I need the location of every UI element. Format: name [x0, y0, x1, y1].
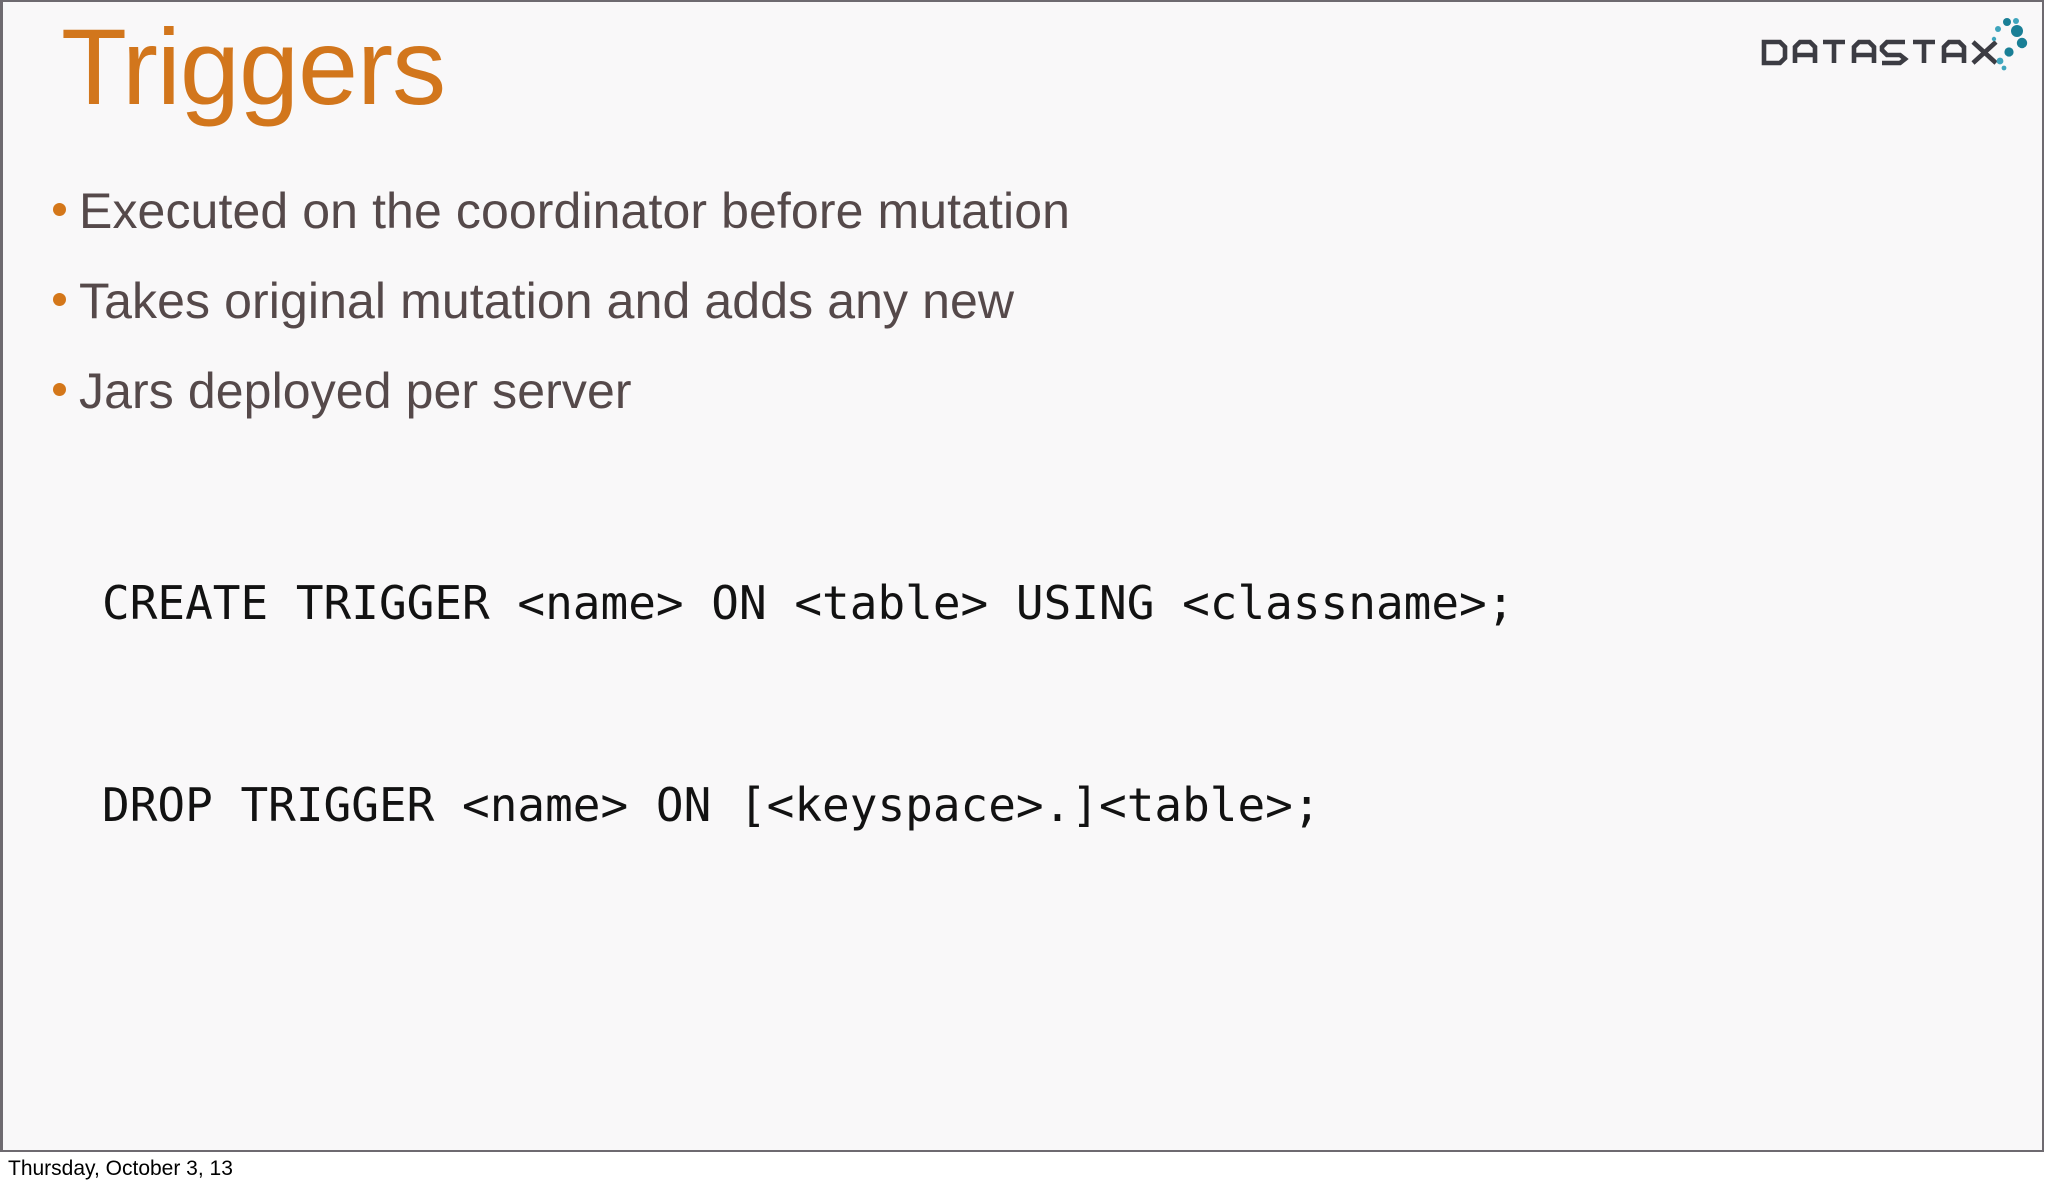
bullet-list: Executed on the coordinator before mutat… [53, 180, 1753, 450]
bullet-dot-icon [53, 383, 66, 396]
page-title: Triggers [61, 6, 446, 127]
datastax-logo [1760, 14, 2028, 76]
slide-canvas: Triggers [0, 0, 2044, 1152]
bullet-text: Takes original mutation and adds any new [79, 273, 1015, 329]
bullet-dot-icon [53, 293, 66, 306]
bullet-dot-icon [53, 203, 66, 216]
code-line-drop-trigger: DROP TRIGGER <name> ON [<keyspace>.]<tab… [102, 778, 1321, 832]
footer-date: Thursday, October 3, 13 [8, 1157, 233, 1180]
code-block: CREATE TRIGGER <name> ON <table> USING <… [102, 577, 1982, 831]
list-item: Jars deployed per server [53, 360, 1753, 450]
code-spacer [102, 629, 1982, 779]
code-line-create-trigger: CREATE TRIGGER <name> ON <table> USING <… [102, 576, 1515, 630]
list-item: Executed on the coordinator before mutat… [53, 180, 1753, 270]
logo-dot-cluster [1991, 18, 2028, 71]
bullet-text: Jars deployed per server [79, 363, 632, 419]
list-item: Takes original mutation and adds any new [53, 270, 1753, 360]
bullet-text: Executed on the coordinator before mutat… [79, 183, 1071, 239]
